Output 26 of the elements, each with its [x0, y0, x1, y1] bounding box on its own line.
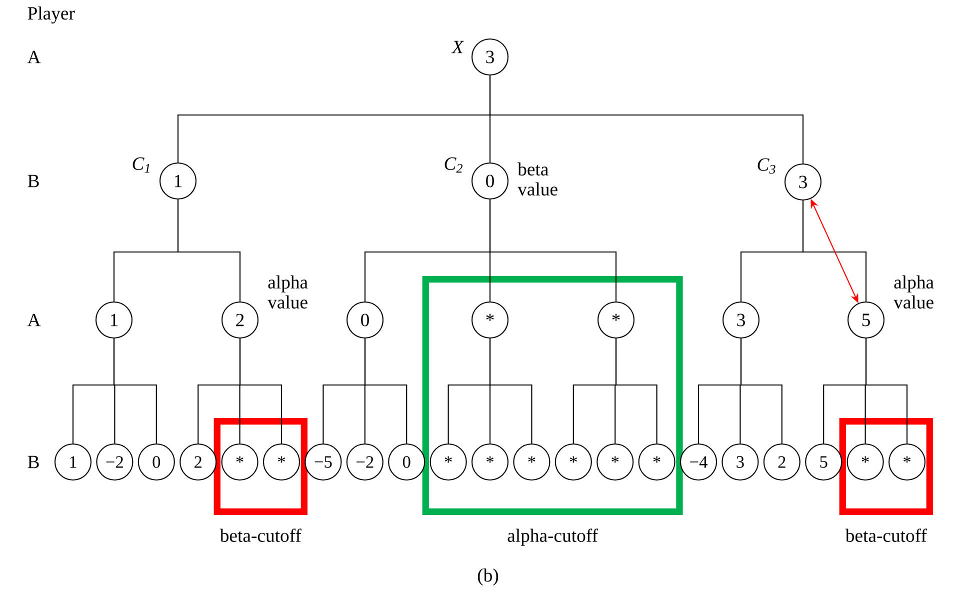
- tree-branch: [865, 338, 908, 444]
- tree-branch: [489, 338, 532, 444]
- node-name: C$_{2}$: [444, 157, 462, 173]
- node-name: X: [451, 40, 464, 54]
- tree-branch: [489, 200, 617, 302]
- value-note: beta value: [518, 162, 558, 196]
- player-label: B: [28, 174, 39, 188]
- tree-branch: [113, 338, 157, 444]
- player-label: A: [27, 50, 41, 64]
- cutoff-label: beta-cutoff: [845, 528, 927, 542]
- tree-branch: [740, 338, 782, 444]
- tree-branch: [802, 200, 867, 302]
- tree-branch: [364, 338, 408, 444]
- tree-branch: [239, 338, 282, 444]
- value-note: alpha value: [894, 275, 934, 309]
- player-label: Player: [28, 6, 75, 24]
- player-label: A: [27, 314, 41, 326]
- node-name: C$_{3}$: [758, 158, 776, 174]
- value-note: alpha value: [268, 275, 308, 309]
- cutoff-label: beta-cutoff: [220, 528, 302, 542]
- tree-branch: [177, 200, 241, 302]
- tree-branch: [489, 76, 804, 164]
- caption: (b): [478, 568, 498, 586]
- node-name: C$_{1}$: [132, 157, 150, 173]
- tree-branch: [615, 338, 658, 444]
- cutoff-label: alpha-cutoff: [508, 528, 598, 546]
